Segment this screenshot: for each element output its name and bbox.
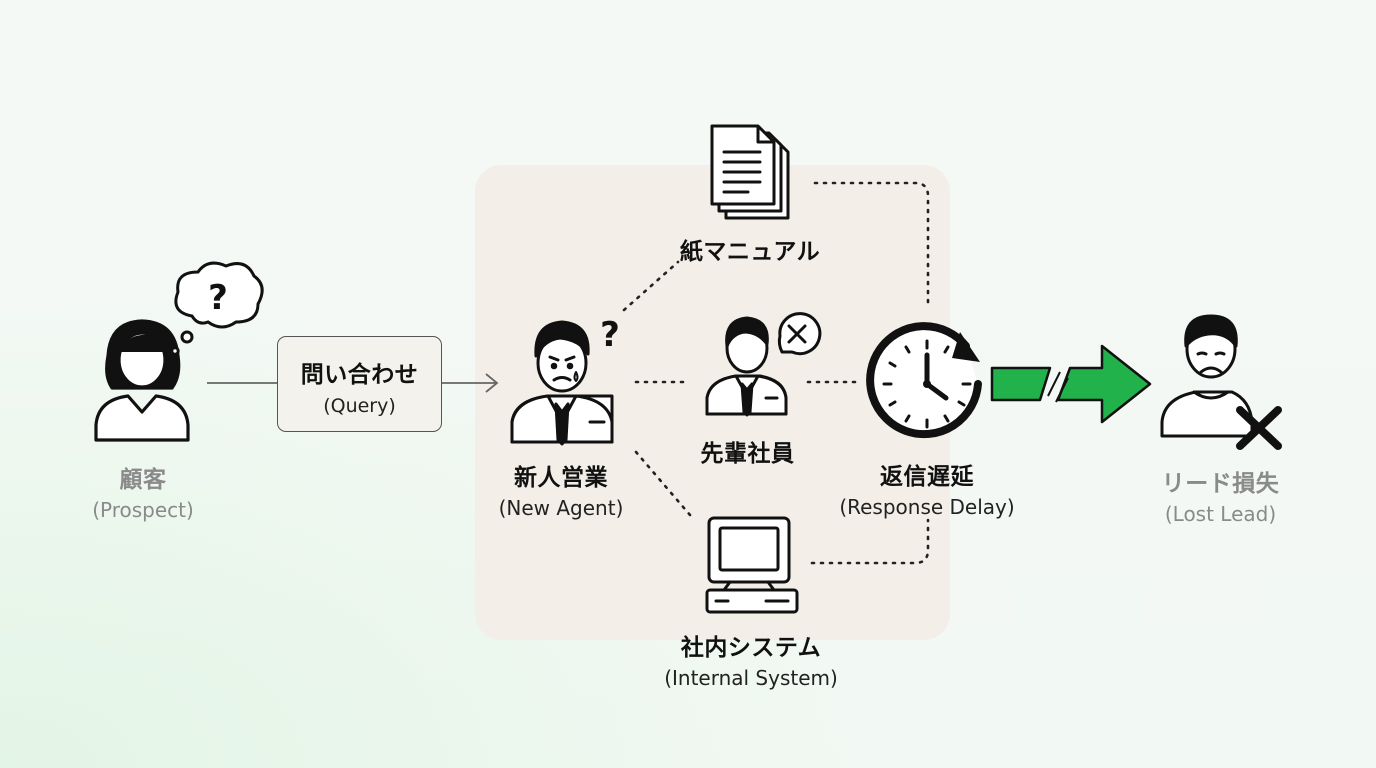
- query-box: 問い合わせ (Query): [277, 336, 442, 432]
- woman-icon: [94, 319, 190, 442]
- manual-label: 紙マニュアル: [660, 232, 840, 266]
- system-label-en: (Internal System): [664, 666, 838, 690]
- worried-agent-icon: ?: [510, 315, 620, 446]
- svg-text:?: ?: [600, 315, 620, 355]
- x-speech-icon: [777, 312, 822, 356]
- delay-label: 返信遅延 (Response Delay): [832, 457, 1022, 519]
- clock-icon: [866, 322, 982, 439]
- prospect-label-jp: 顧客: [119, 467, 167, 493]
- delay-label-jp: 返信遅延: [880, 464, 974, 490]
- agent-to-manual-dots: [622, 260, 680, 312]
- prospect-label: 顧客 (Prospect): [83, 460, 203, 522]
- delay-label-en: (Response Delay): [839, 495, 1015, 519]
- manual-label-jp: 紙マニュアル: [679, 239, 821, 265]
- new-agent-label-jp: 新人営業: [514, 465, 608, 491]
- lost-lead-label-en: (Lost Lead): [1164, 502, 1277, 526]
- senior-label: 先輩社員: [680, 434, 815, 468]
- thought-bubble-icon: ?: [170, 261, 264, 356]
- senior-employee-icon: [705, 316, 788, 417]
- broken-arrow-icon: [990, 344, 1152, 424]
- system-label: 社内システム (Internal System): [646, 628, 856, 690]
- new-agent-label: 新人営業 (New Agent): [486, 458, 636, 520]
- new-agent-label-en: (New Agent): [498, 496, 624, 520]
- svg-text:?: ?: [208, 278, 228, 318]
- query-label-jp: 問い合わせ: [300, 362, 419, 388]
- lost-lead-label: リード損失 (Lost Lead): [1148, 464, 1293, 526]
- x-mark-icon: [1236, 406, 1282, 450]
- query-label-en: (Query): [323, 395, 396, 417]
- documents-icon: [710, 124, 790, 220]
- computer-icon: [705, 516, 799, 614]
- prospect-label-en: (Prospect): [92, 498, 194, 522]
- lost-lead-label-jp: リード損失: [1161, 471, 1280, 497]
- senior-label-jp: 先輩社員: [700, 441, 795, 467]
- sad-person-icon: [1160, 314, 1254, 438]
- connectors: [207, 181, 930, 565]
- system-label-jp: 社内システム: [680, 635, 822, 661]
- manual-to-delay-dots: [813, 181, 930, 310]
